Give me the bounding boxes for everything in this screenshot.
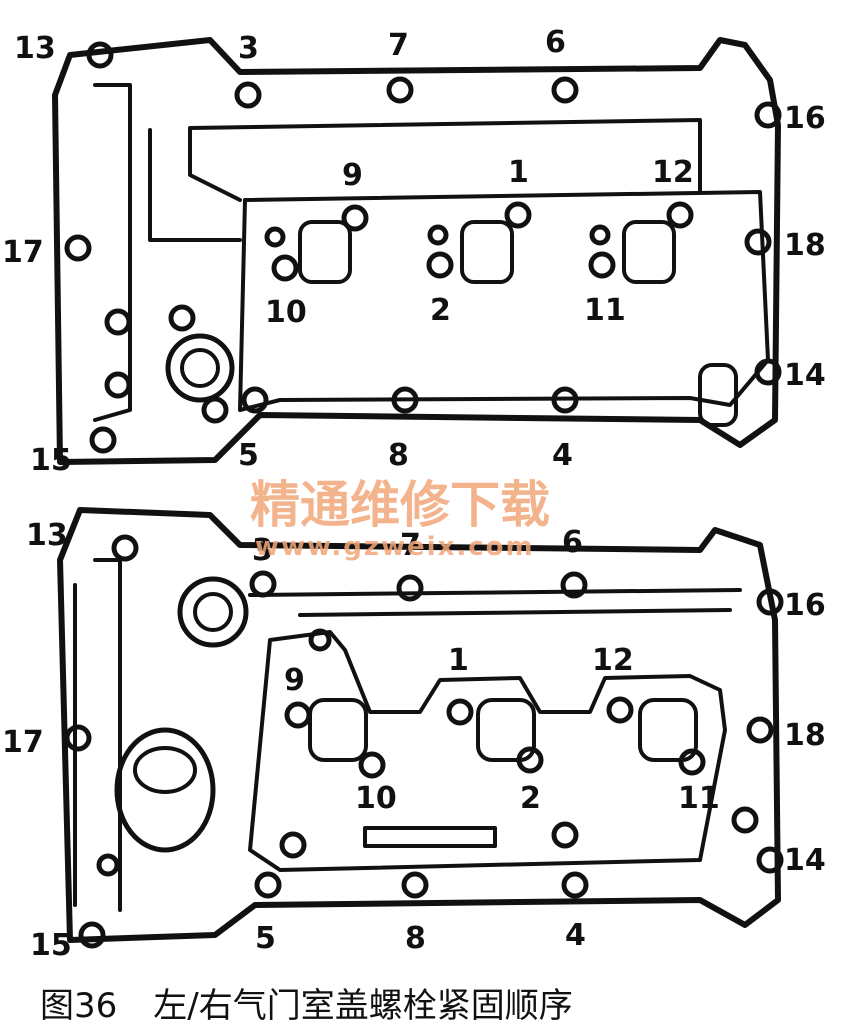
upper-label: 11	[584, 293, 626, 328]
upper-cam-bosses	[298, 220, 676, 284]
lower-label: 4	[565, 918, 586, 953]
lower-label: 10	[355, 781, 397, 816]
lower-label: 14	[784, 843, 826, 878]
lower-label: 12	[592, 643, 634, 678]
upper-label: 18	[784, 228, 826, 263]
lower-label: 2	[520, 781, 541, 816]
lower-label: 15	[30, 928, 72, 963]
lower-label: 16	[784, 588, 826, 623]
upper-label: 3	[238, 31, 259, 66]
upper-cover-outline	[52, 37, 781, 465]
lower-label: 17	[2, 725, 44, 760]
lower-pcv-port	[114, 727, 216, 853]
upper-label: 13	[14, 31, 56, 66]
lower-center-bar	[363, 826, 497, 848]
lower-label: 1	[448, 643, 469, 678]
lower-sequence-labels: 13 3 7 6 16 1 12 9 17 18 10 2 11 14 15 5…	[2, 518, 826, 963]
upper-label: 6	[545, 25, 566, 60]
upper-cover-top-rail	[188, 118, 702, 202]
lower-bolts	[64, 534, 784, 949]
upper-label: 12	[652, 155, 694, 190]
upper-sequence-labels: 13 3 7 6 16 9 1 12 17 18 10 2 11 14 15 5…	[2, 25, 826, 478]
upper-label: 15	[30, 443, 72, 478]
lower-oil-filler	[177, 576, 249, 648]
upper-label: 5	[238, 438, 259, 473]
upper-valve-cover	[52, 37, 782, 465]
lower-cover-outline	[57, 507, 781, 943]
lower-cover-inner-outline	[248, 630, 727, 872]
upper-label: 9	[342, 158, 363, 193]
upper-label: 17	[2, 235, 44, 270]
upper-label: 10	[265, 295, 307, 330]
upper-label: 4	[552, 438, 573, 473]
figure-title: 左/右气门室盖螺栓紧固顺序	[153, 986, 573, 1026]
watermark-url: www.gzweix.com	[255, 532, 535, 562]
upper-label: 14	[784, 358, 826, 393]
lower-cam-bosses	[308, 698, 698, 762]
watermark-text: 精通维修下载	[250, 476, 550, 534]
upper-sensor	[698, 363, 738, 427]
lower-valve-cover	[57, 507, 784, 949]
lower-label: 5	[255, 921, 276, 956]
upper-bolts	[64, 41, 782, 454]
upper-label: 7	[388, 28, 409, 63]
lower-cover-top-rail	[248, 588, 742, 617]
lower-label: 8	[405, 921, 426, 956]
upper-label: 2	[430, 293, 451, 328]
figure-number: 图36	[40, 986, 118, 1026]
lower-label: 18	[784, 718, 826, 753]
figure-caption: 图36 左/右气门室盖螺栓紧固顺序	[40, 978, 573, 1027]
upper-label: 16	[784, 101, 826, 136]
lower-label: 6	[562, 525, 583, 560]
upper-oil-filler	[165, 333, 235, 403]
upper-label: 1	[508, 155, 529, 190]
lower-label: 11	[678, 781, 720, 816]
lower-label: 13	[26, 518, 68, 553]
lower-label: 9	[284, 663, 305, 698]
lower-label: 3	[252, 533, 273, 568]
upper-label: 8	[388, 438, 409, 473]
lower-label: 7	[400, 528, 421, 563]
upper-cover-left-panel	[93, 83, 242, 422]
